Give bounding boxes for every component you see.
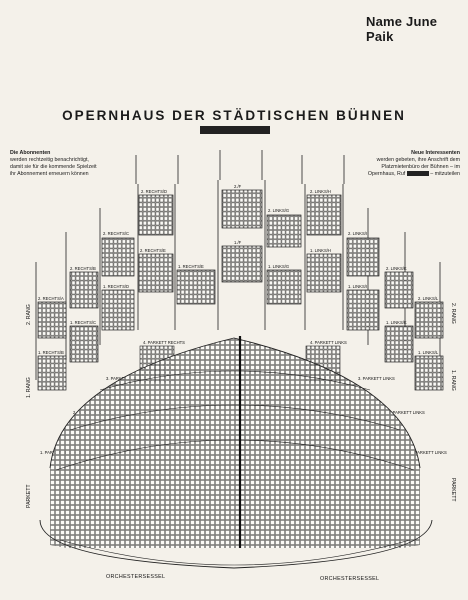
box-label: 1. LINKS/L (418, 350, 439, 355)
rang-label: 2. RANG (450, 303, 456, 324)
new-interest-note-tail: – mitzuteilen (430, 171, 460, 177)
box-1-links-l: 1. LINKS/L (414, 350, 444, 391)
box-2-links-k: 2. LINKS/K (384, 266, 414, 309)
box-2-rechts-d: 2. RECHTS/D (138, 189, 174, 236)
parkett-label: 2. PARKETT LINKS (388, 410, 425, 415)
box-label: 2. LINKS/G (268, 208, 289, 213)
box-label: 1. LINKS/H (310, 248, 331, 253)
new-interest-note-line: Platzmietenbüro der Bühnen – im (381, 164, 460, 170)
box-label: 2. RECHTS/D (141, 189, 167, 194)
parkett-label: 1. PARKETT LINKS (410, 450, 447, 455)
rang-label: 2. RANG (26, 304, 32, 325)
new-interest-note-line: werden gebeten, ihre Anschrift dem (376, 157, 460, 163)
box-label: 2. LINKS/H (310, 189, 331, 194)
box-label: 2. RECHTS/A (38, 296, 64, 301)
box-1-rechts-e: 1. RECHTS/E (176, 264, 216, 305)
parkett-label: 3. PARKETT LINKS (358, 376, 395, 381)
box-label: 1. RECHTS/C (70, 320, 96, 325)
rang-label: 1. RANG (450, 370, 456, 391)
orchestra-pit: ORCHESTERSESSEL ORCHESTERSESSEL (39, 519, 433, 582)
redaction-bar (200, 126, 270, 134)
phone-redaction (406, 171, 429, 177)
subscriber-note-line: ihr Abonnement erneuern können (10, 171, 89, 177)
new-interest-note-line: Opernhaus, Ruf – mitzuteilen (330, 171, 460, 178)
page-title: OPERNHAUS DER STÄDTISCHEN BÜHNEN (62, 108, 406, 123)
box-label: 2. RECHTS/B (70, 266, 96, 271)
box-2-rechts-e: 2. RECHTS/E (138, 248, 174, 293)
parkett-side-label: PARKETT (26, 484, 32, 508)
box-label: 1. LINKS/I (348, 284, 367, 289)
box-label: 2. RECHTS/C (103, 231, 129, 236)
box-label: 1. RECHTS/E (178, 264, 204, 269)
box-2-links-h: 2. LINKS/H (306, 189, 342, 236)
box-2-rechts-b: 2. RECHTS/B (69, 266, 99, 309)
box-1-links-g: 1. LINKS/G (266, 264, 302, 305)
box-2-links-l: 2. LINKS/L (414, 296, 444, 339)
new-interest-note: Neue Interessenten werden gebeten, ihre … (330, 150, 460, 178)
parkett-seating (49, 336, 421, 548)
box-1-links-k: 1. LINKS/K (384, 320, 414, 363)
box-2-rechts-a: 2. RECHTS/A (37, 296, 67, 339)
rang-label: 1. RANG (26, 377, 32, 398)
box-1-links-i: 1. LINKS/I (346, 284, 380, 331)
parkett-label: 4. PARKETT RECHTS (143, 340, 185, 345)
box-2-links-i: 2. LINKS/I (346, 231, 380, 277)
box-1-f: 1./F (221, 240, 263, 283)
name-heading: Name June Paik (366, 14, 438, 44)
orchestra-seats-label: ORCHESTERSESSEL (106, 574, 165, 580)
subscriber-note-line: damit sie für die kommende Spielzeit (10, 164, 97, 170)
parkett-label: 4. PARKETT LINKS (310, 340, 347, 345)
orchestra-seats-label: ORCHESTERSESSEL (320, 576, 379, 582)
subscriber-note-heading: Die Abonnenten (10, 150, 51, 156)
box-label: 2. LINKS/L (418, 296, 439, 301)
box-label: 2. LINKS/K (386, 266, 407, 271)
box-2-f: 2./F (221, 184, 263, 229)
parkett-side-label: PARKETT (450, 478, 456, 502)
box-label: 1. LINKS/K (386, 320, 407, 325)
box-1-links-h: 1. LINKS/H (306, 248, 342, 293)
new-interest-note-heading: Neue Interessenten (411, 150, 460, 156)
subscriber-note: Die Abonnenten werden rechtzeitig benach… (10, 150, 140, 178)
box-label: 2./F (234, 184, 242, 189)
box-label: 2. RECHTS/E (140, 248, 166, 253)
box-label: 1. RECHTS/D (103, 284, 129, 289)
box-2-links-g: 2. LINKS/G (266, 208, 302, 248)
new-interest-note-phone: Opernhaus, Ruf (367, 171, 406, 177)
box-label: 2. LINKS/I (348, 231, 367, 236)
box-1-rechts-d: 1. RECHTS/D (101, 284, 135, 331)
box-1-rechts-c: 1. RECHTS/C (69, 320, 99, 363)
box-2-rechts-c: 2. RECHTS/C (101, 231, 135, 277)
box-label: 1. RECHTS/B (38, 350, 64, 355)
box-1-rechts-b: 1. RECHTS/B (37, 350, 67, 391)
box-label: 1./F (234, 240, 242, 245)
subscriber-note-line: werden rechtzeitig benachrichtigt, (10, 157, 89, 163)
box-label: 1. LINKS/G (268, 264, 289, 269)
